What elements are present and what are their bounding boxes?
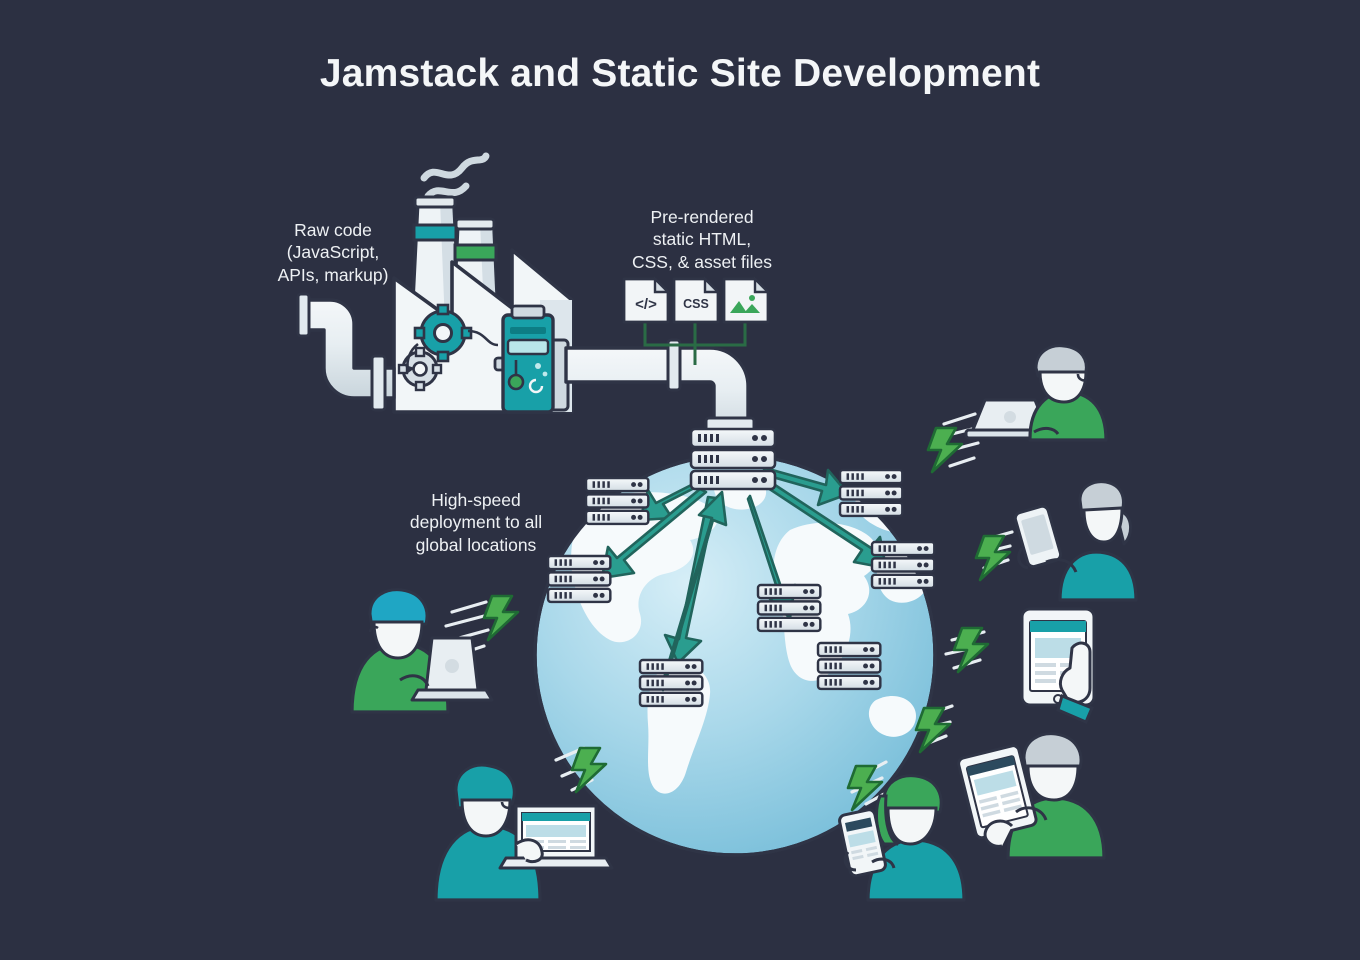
user-phone-right xyxy=(1013,480,1138,602)
raw-code-inlet-pipe xyxy=(296,292,396,412)
user-laptop-bottom xyxy=(434,763,614,902)
edge-server-rack xyxy=(838,468,904,518)
lightning-bolt-icon xyxy=(974,534,1012,582)
svg-text:CSS: CSS xyxy=(683,297,709,311)
user-tablet-right-low xyxy=(957,732,1106,860)
lightning-bolt-icons xyxy=(482,426,1012,812)
lightning-bolt-icon xyxy=(482,594,520,642)
user-laptop-right-top xyxy=(964,344,1108,442)
page-title: Jamstack and Static Site Development xyxy=(319,52,1041,95)
edge-server-rack xyxy=(816,641,882,691)
factory xyxy=(392,152,574,414)
edge-server-rack xyxy=(546,554,612,604)
file-card-connectors xyxy=(643,323,747,365)
gear-icon-small xyxy=(397,346,443,392)
edge-server-rack xyxy=(638,658,704,708)
svg-text:</>: </> xyxy=(635,296,657,313)
lightning-bolt-icon xyxy=(952,626,990,674)
edge-server-rack xyxy=(584,476,650,526)
factory-machine xyxy=(493,304,570,414)
code-file-icon: </> xyxy=(622,276,671,324)
user-tablet-right xyxy=(1020,607,1096,724)
lightning-bolt-icon xyxy=(570,746,608,794)
user-laptop-left xyxy=(350,588,494,714)
origin-server-rack xyxy=(689,427,777,491)
label-prerendered-assets: Pre-rendered static HTML, CSS, & asset f… xyxy=(631,207,773,272)
lightning-bolt-icon xyxy=(926,426,964,474)
css-file-icon: CSS xyxy=(672,276,721,324)
smoke-icon xyxy=(420,152,490,200)
static-assets-outlet-pipe xyxy=(564,338,756,444)
edge-server-rack xyxy=(870,540,936,590)
edge-server-rack xyxy=(756,583,822,633)
image-file-icon xyxy=(722,276,771,324)
server-racks xyxy=(546,427,936,708)
label-raw-code: Raw code (JavaScript, APIs, markup) xyxy=(277,220,389,285)
label-high-speed-deployment: High-speed deployment to all global loca… xyxy=(409,490,543,555)
user-phone-bottom xyxy=(838,774,966,902)
lightning-bolt-icon xyxy=(846,764,884,812)
gear-icon-large xyxy=(413,303,473,363)
lightning-bolt-icon xyxy=(914,706,952,754)
gear-belt xyxy=(467,329,499,347)
globe xyxy=(533,453,937,857)
